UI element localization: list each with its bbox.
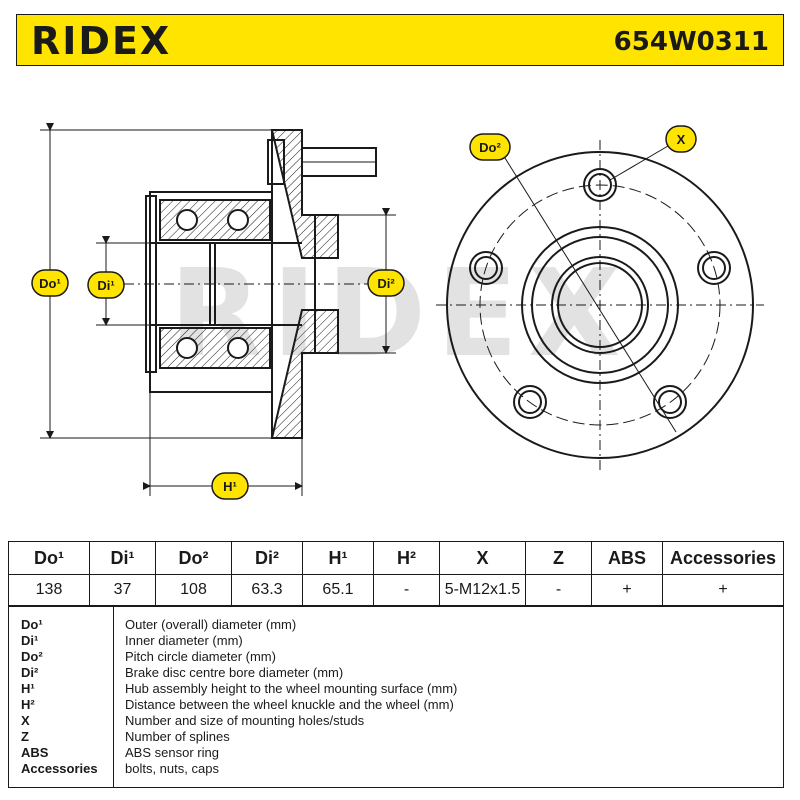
spec-header: H² — [373, 541, 440, 575]
svg-text:Di²: Di² — [377, 276, 395, 291]
legend-row: Accessories bolts, nuts, caps — [9, 761, 783, 777]
x-leader — [609, 145, 669, 181]
legend-row: Di² Brake disc centre bore diameter (mm) — [9, 665, 783, 681]
legend-code: Do² — [21, 649, 43, 664]
part-number: 654W0311 — [613, 27, 769, 57]
front-center-lines — [436, 140, 764, 470]
spec-header: Accessories — [662, 541, 784, 575]
badge-x: X — [665, 125, 697, 153]
legend-code: Di¹ — [21, 633, 39, 648]
spec-value: 63.3 — [231, 574, 303, 606]
spec-header: Do² — [155, 541, 232, 575]
spec-header: Di¹ — [89, 541, 156, 575]
spec-header: H¹ — [302, 541, 374, 575]
legend-desc: Inner diameter (mm) — [125, 633, 243, 648]
spec-value-row: 138 37 108 63.3 65.1 - 5-M12x1.5 - + + — [8, 574, 784, 606]
svg-text:Di¹: Di¹ — [97, 278, 114, 293]
spec-value: - — [525, 574, 592, 606]
legend-desc: ABS sensor ring — [125, 745, 219, 760]
legend-code: X — [21, 713, 30, 728]
hub-section-view — [145, 129, 377, 439]
spec-header: X — [439, 541, 526, 575]
header-bar: RIDEX 654W0311 — [16, 14, 784, 66]
spec-value: 65.1 — [302, 574, 374, 606]
spec-table: Do¹ Di¹ Do² Di² H¹ H² X Z ABS Accessorie… — [8, 541, 784, 606]
badge-h1: H¹ — [211, 472, 249, 500]
legend-desc: Distance between the wheel knuckle and t… — [125, 697, 454, 712]
spec-value: + — [662, 574, 784, 606]
spec-value: - — [373, 574, 440, 606]
legend-desc: Number and size of mounting holes/studs — [125, 713, 365, 728]
spec-value: 138 — [8, 574, 90, 606]
legend-code: Di² — [21, 665, 39, 680]
legend-desc: Pitch circle diameter (mm) — [125, 649, 276, 664]
badge-do2: Do² — [469, 133, 511, 161]
legend-row: X Number and size of mounting holes/stud… — [9, 713, 783, 729]
spec-header-row: Do¹ Di¹ Do² Di² H¹ H² X Z ABS Accessorie… — [8, 541, 784, 575]
legend-box: Do¹ Outer (overall) diameter (mm) Di¹ In… — [8, 606, 784, 788]
badge-di1: Di¹ — [87, 271, 125, 299]
legend-row: Do² Pitch circle diameter (mm) — [9, 649, 783, 665]
svg-text:X: X — [677, 132, 686, 147]
badge-do1: Do¹ — [31, 269, 69, 297]
legend-divider — [113, 607, 114, 787]
legend-code: Accessories — [21, 761, 98, 776]
legend-desc: bolts, nuts, caps — [125, 761, 219, 776]
spec-value: + — [591, 574, 663, 606]
svg-text:Do¹: Do¹ — [39, 276, 61, 291]
legend-code: H² — [21, 697, 35, 712]
spec-header: Do¹ — [8, 541, 90, 575]
spec-header: ABS — [591, 541, 663, 575]
spec-value: 37 — [89, 574, 156, 606]
legend-desc: Number of splines — [125, 729, 230, 744]
legend-row: Do¹ Outer (overall) diameter (mm) — [9, 617, 783, 633]
svg-text:Do²: Do² — [479, 140, 501, 155]
legend-desc: Hub assembly height to the wheel mountin… — [125, 681, 458, 696]
legend-code: ABS — [21, 745, 49, 760]
spec-header: Z — [525, 541, 592, 575]
legend-row: Z Number of splines — [9, 729, 783, 745]
do2-leader — [504, 157, 677, 433]
spec-value: 5-M12x1.5 — [439, 574, 526, 606]
legend-row: H² Distance between the wheel knuckle an… — [9, 697, 783, 713]
spec-header: Di² — [231, 541, 303, 575]
legend-code: Z — [21, 729, 29, 744]
legend-row: H¹ Hub assembly height to the wheel moun… — [9, 681, 783, 697]
legend-row: Di¹ Inner diameter (mm) — [9, 633, 783, 649]
legend-code: H¹ — [21, 681, 35, 696]
badge-di2: Di² — [367, 269, 405, 297]
spec-value: 108 — [155, 574, 232, 606]
legend-code: Do¹ — [21, 617, 43, 632]
legend-row: ABS ABS sensor ring — [9, 745, 783, 761]
ridex-logo: RIDEX — [31, 19, 172, 63]
legend-desc: Outer (overall) diameter (mm) — [125, 617, 297, 632]
svg-text:H¹: H¹ — [223, 479, 237, 494]
legend-desc: Brake disc centre bore diameter (mm) — [125, 665, 344, 680]
technical-drawing: RIDEX — [31, 123, 764, 500]
